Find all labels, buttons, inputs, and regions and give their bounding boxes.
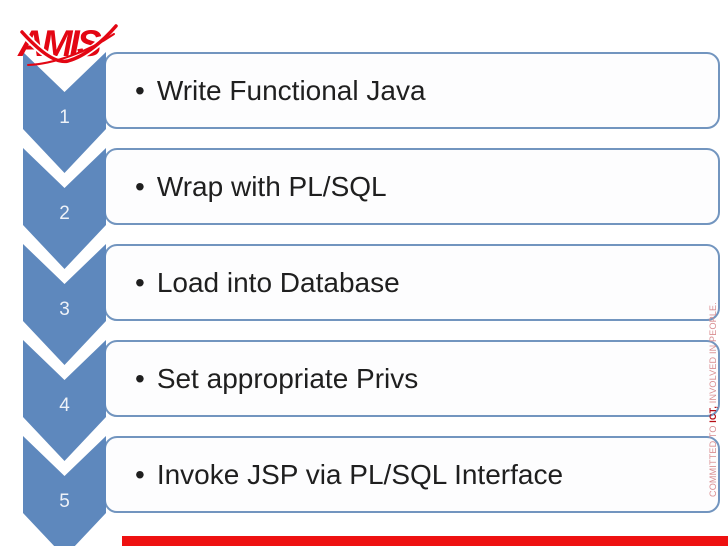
tagline: COMMITTED TO ICT, INVOLVED IN PEOPLE. xyxy=(708,302,721,497)
step-label: Load into Database xyxy=(156,266,400,298)
step-label: Invoke JSP via PL/SQL Interface xyxy=(156,458,564,490)
amis-logo: AMIS xyxy=(17,22,120,66)
bullet: • xyxy=(135,170,145,202)
logo-swoosh2-icon xyxy=(27,33,115,66)
step-number: 1 xyxy=(59,107,70,128)
chevron-shape: 1 xyxy=(23,52,106,173)
step-label: Write Functional Java xyxy=(156,74,426,106)
step-box: • Wrap with PL/SQL xyxy=(104,148,720,225)
chevron-shape: 3 xyxy=(23,244,106,365)
step-label: Set appropriate Privs xyxy=(156,362,419,394)
step-box: • Write Functional Java xyxy=(104,52,720,129)
chevron-shape: 5 xyxy=(23,436,106,546)
logo-swoosh-icon xyxy=(20,24,118,64)
step-box: • Set appropriate Privs xyxy=(104,340,720,417)
step-number: 4 xyxy=(59,395,70,416)
step-number: 2 xyxy=(59,203,70,224)
step-box: • Invoke JSP via PL/SQL Interface xyxy=(104,436,720,513)
chevron-shape: 4 xyxy=(23,340,106,461)
step-number: 5 xyxy=(59,491,70,512)
step-box: • Load into Database xyxy=(104,244,720,321)
bottom-accent-bar xyxy=(122,536,728,546)
tagline-highlight: ICT, xyxy=(708,405,718,423)
bullet: • xyxy=(135,458,145,490)
step-label: Wrap with PL/SQL xyxy=(156,170,387,202)
bullet: • xyxy=(135,362,145,394)
bullet: • xyxy=(135,266,145,298)
tagline-suffix: INVOLVED IN PEOPLE. xyxy=(708,302,718,406)
step-number: 3 xyxy=(59,299,70,320)
tagline-prefix: COMMITTED TO xyxy=(708,422,718,497)
chevron-shape: 2 xyxy=(23,148,106,269)
bullet: • xyxy=(135,74,145,106)
